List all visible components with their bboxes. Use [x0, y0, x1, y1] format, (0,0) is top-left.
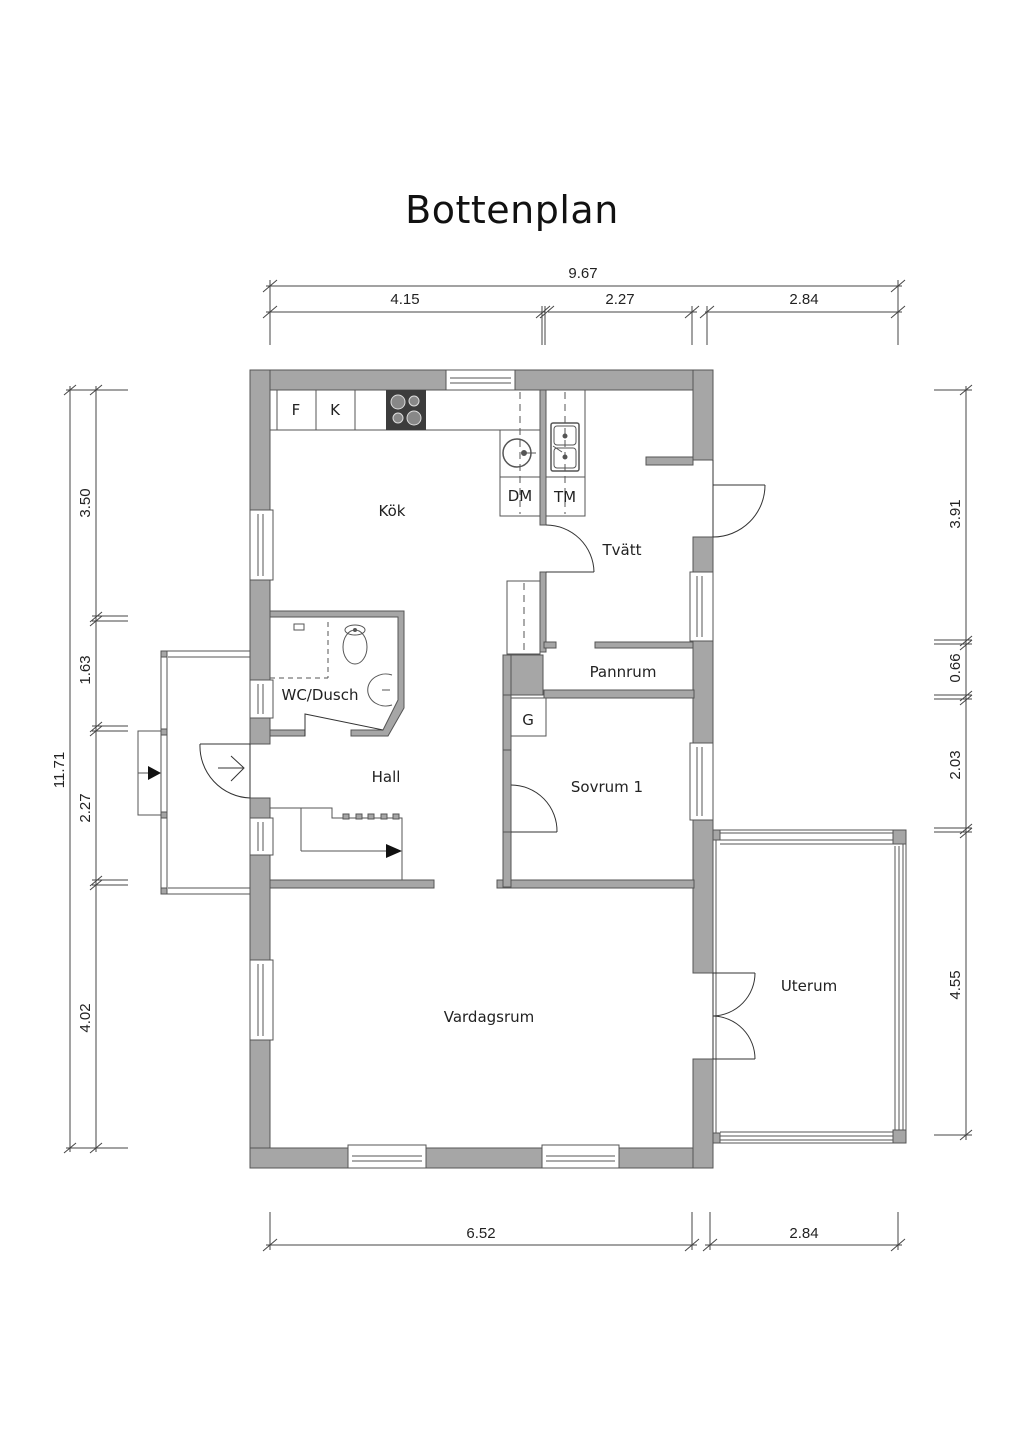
- dim-left-total: 11.71: [51, 752, 68, 788]
- dim-right-3: 2.03: [947, 750, 964, 779]
- kitchen-counter: [269, 389, 586, 517]
- entrance-arrow-icon: [148, 766, 161, 780]
- entry-arrow-icon: [218, 755, 245, 782]
- dim-right-1: 3.91: [947, 499, 964, 528]
- room-label-sovrum: Sovrum 1: [571, 778, 643, 796]
- fixture-label-fridge: F: [292, 401, 301, 419]
- storage-shelf: [506, 580, 547, 737]
- fixture-label-wardrobe: G: [522, 711, 534, 729]
- fixture-label-freezer: K: [330, 401, 341, 419]
- doors: [199, 460, 766, 1060]
- dim-left-3: 2.27: [77, 793, 94, 822]
- exterior-walls: [249, 369, 714, 1169]
- room-label-uterum: Uterum: [781, 977, 837, 995]
- stair-arrow-icon: [386, 844, 402, 858]
- stove-icon: [386, 390, 426, 430]
- plan-title: Bottenplan: [405, 188, 619, 232]
- room-label-wc: WC/Dusch: [282, 686, 359, 704]
- wc-fixtures: [270, 622, 393, 707]
- dim-top-3: 2.84: [789, 291, 818, 308]
- dim-right-2: 0.66: [947, 653, 964, 682]
- entrance-porch: [137, 650, 251, 895]
- room-label-kok: Kök: [379, 502, 406, 520]
- dimension-top: [262, 279, 906, 345]
- windows: [249, 369, 714, 1169]
- room-label-vardagsrum: Vardagsrum: [444, 1008, 535, 1026]
- laundry-sink-icon: [550, 422, 580, 472]
- dim-right-4: 4.55: [947, 970, 964, 999]
- hall-wardrobe: [270, 807, 403, 880]
- dim-bottom-2: 2.84: [789, 1225, 818, 1242]
- dim-left-4: 4.02: [77, 1003, 94, 1032]
- fixture-label-washer: TM: [553, 488, 576, 506]
- dim-bottom-1: 6.52: [466, 1225, 495, 1242]
- washbasin-icon: [367, 673, 393, 707]
- fixture-label-dishwasher: DM: [508, 487, 533, 505]
- room-label-hall: Hall: [372, 768, 401, 786]
- room-label-pannrum: Pannrum: [590, 663, 657, 681]
- room-label-tvatt: Tvätt: [602, 541, 642, 559]
- hall-hooks: [342, 813, 400, 820]
- dim-left-2: 1.63: [77, 655, 94, 684]
- sink-icon: [502, 438, 536, 468]
- dim-top-total: 9.67: [568, 265, 597, 282]
- dimension-bottom: [262, 1212, 906, 1252]
- dimension-right: [934, 384, 973, 1141]
- dim-top-2: 2.27: [605, 291, 634, 308]
- interior-walls: [269, 389, 695, 889]
- dim-top-1: 4.15: [390, 291, 419, 308]
- dim-left-1: 3.50: [77, 488, 94, 517]
- dimension-left: [63, 384, 128, 1154]
